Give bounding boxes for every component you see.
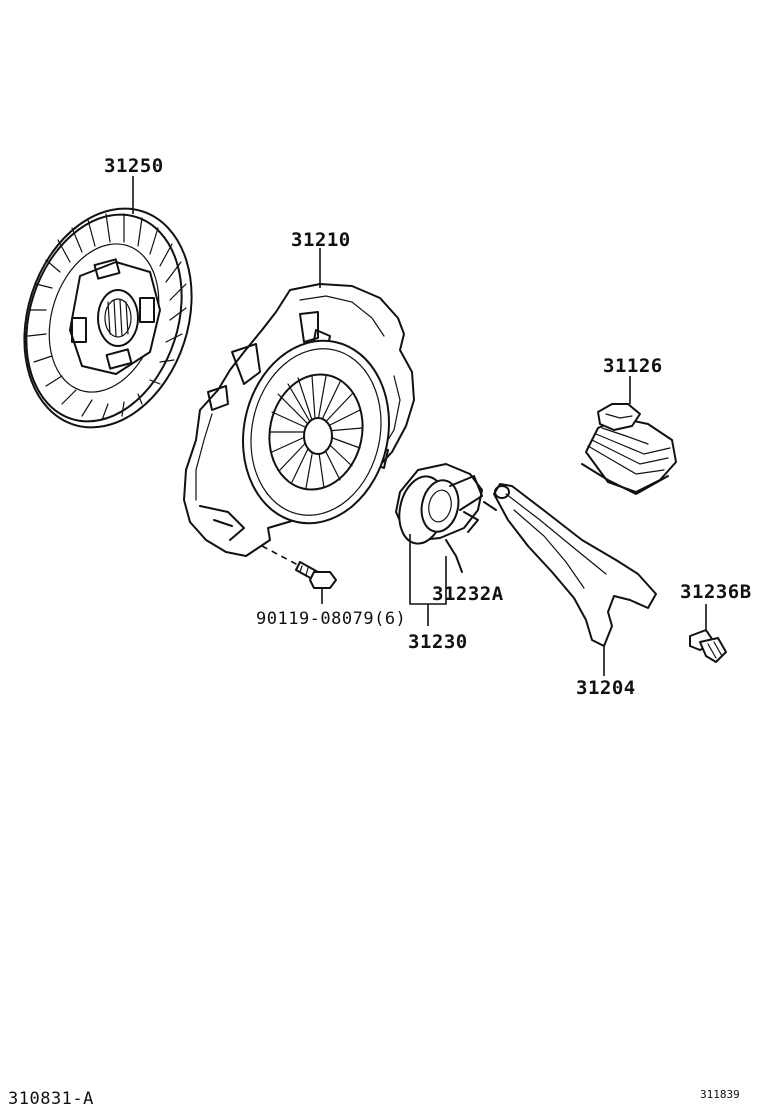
part-label-31230: 31230 [408, 631, 468, 653]
part-label-31210: 31210 [291, 229, 351, 251]
figure-code: 310831-A [8, 1089, 94, 1109]
part-label-31250: 31250 [104, 155, 164, 177]
part-label-bolt: 90119-08079(6) [256, 609, 406, 629]
boot-drawing [581, 403, 677, 495]
release-fork-drawing [493, 483, 657, 647]
part-label-31236B: 31236B [680, 581, 752, 603]
support-drawing [689, 629, 727, 663]
clutch-disc-drawing [23, 207, 193, 429]
image-code: 311839 [700, 1088, 740, 1101]
clutch-cover-drawing [183, 283, 415, 557]
part-label-31232A: 31232A [432, 583, 504, 605]
release-bearing-drawing [395, 463, 497, 573]
part-label-31126: 31126 [603, 355, 663, 377]
bolt-drawing [295, 561, 337, 589]
part-label-31204: 31204 [576, 677, 636, 699]
